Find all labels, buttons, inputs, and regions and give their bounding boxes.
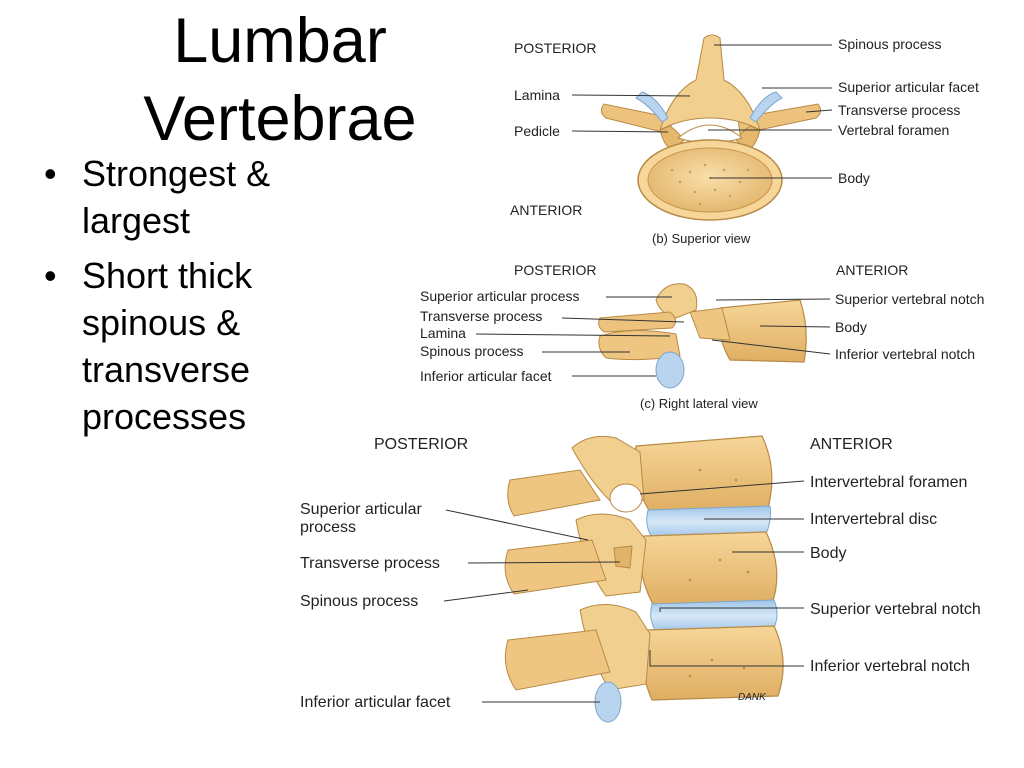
d-artist-mark: DANK — [738, 692, 767, 703]
d-label-spinous-process: Spinous process — [300, 593, 418, 610]
d-label-superior-articular-process-line1: Superior articular process — [300, 501, 426, 536]
c-label-inferior-articular-facet: Inferior articular facet — [420, 368, 552, 384]
b-vertebra-illustration — [600, 34, 822, 221]
slide-title: Lumbar Vertebrae — [100, 2, 460, 158]
c-anterior-label: ANTERIOR — [836, 262, 908, 278]
c-label-superior-vertebral-notch: Superior vertebral notch — [835, 291, 984, 307]
d-label-superior-vertebral-notch: Superior vertebral notch — [810, 601, 981, 618]
c-label-lamina: Lamina — [420, 325, 466, 341]
bullet-item-1: Strongest & largest — [40, 150, 310, 244]
d-label-superior-articular-process: Superior articular — [300, 501, 423, 518]
bullet-item-2: Short thick spinous & transverse process… — [40, 252, 310, 440]
c-label-inferior-vertebral-notch: Inferior vertebral notch — [835, 346, 975, 362]
b-posterior-label: POSTERIOR — [514, 40, 596, 56]
c-vertebra-illustration — [598, 283, 807, 389]
figure-superior-view: POSTERIOR ANTERIOR — [510, 34, 979, 246]
b-label-lamina: Lamina — [514, 87, 560, 103]
c-caption: (c) Right lateral view — [640, 396, 758, 411]
d-label-intervertebral-disc: Intervertebral disc — [810, 511, 937, 528]
d-label-inferior-vertebral-notch: Inferior vertebral notch — [810, 658, 970, 675]
c-posterior-label: POSTERIOR — [514, 262, 596, 278]
d-vertebrae-illustration — [504, 435, 784, 723]
d-label-body: Body — [810, 545, 846, 562]
title-line-2: Vertebrae — [143, 84, 417, 154]
d-posterior-label: POSTERIOR — [374, 436, 468, 453]
b-label-spinous-process: Spinous process — [838, 36, 942, 52]
figure-lateral-view: POSTERIOR ANTERIOR Superior a — [420, 262, 984, 411]
c-label-transverse-process: Transverse process — [420, 308, 542, 324]
b-anterior-label: ANTERIOR — [510, 202, 582, 218]
d-anterior-label: ANTERIOR — [810, 436, 893, 453]
b-label-transverse-process: Transverse process — [838, 102, 960, 118]
d-label-inferior-articular-facet: Inferior articular facet — [300, 694, 451, 711]
b-label-superior-articular-facet: Superior articular facet — [838, 79, 979, 95]
d-label-intervertebral-foramen: Intervertebral foramen — [810, 474, 967, 491]
figure-articulated-view: POSTERIOR ANTERIOR — [300, 435, 981, 723]
b-caption: (b) Superior view — [652, 231, 751, 246]
b-label-vertebral-foramen: Vertebral foramen — [838, 122, 949, 138]
d-label-transverse-process: Transverse process — [300, 555, 440, 572]
c-label-superior-articular-process: Superior articular process — [420, 288, 580, 304]
b-label-body: Body — [838, 170, 870, 186]
b-label-pedicle: Pedicle — [514, 123, 560, 139]
c-label-body: Body — [835, 319, 867, 335]
title-line-1: Lumbar — [173, 6, 387, 76]
bullet-list: Strongest & largest Short thick spinous … — [40, 150, 310, 448]
c-label-spinous-process: Spinous process — [420, 343, 524, 359]
